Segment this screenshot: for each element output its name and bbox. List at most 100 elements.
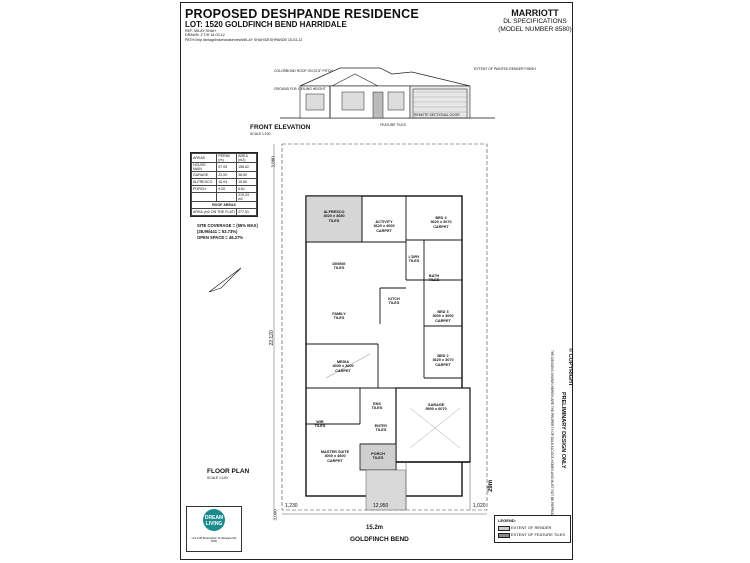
cell: [216, 192, 238, 202]
room-label: DINING TILES: [322, 262, 356, 271]
disclaimer-note: THE DESIGNS SHOWN HEREIN ARE THE PROPERT…: [550, 350, 554, 525]
ref-line: DRAWN: Z T/H 18-03-12: [185, 33, 225, 38]
table-row: 219.33 m2: [190, 192, 257, 202]
room-label: WIR TILES: [310, 420, 330, 429]
cell: GARAGE: [190, 171, 218, 179]
room-name: ALFRESCO: [323, 210, 345, 214]
floor-plan-drawing: [273, 143, 488, 515]
room-name: KITCH: [388, 297, 400, 301]
builder-name: MARRIOTT: [511, 8, 559, 18]
table-row: ALFRESCO 16.04 15.60: [190, 178, 257, 186]
room-finish: CARPET: [435, 362, 451, 367]
render-swatch: [498, 526, 510, 531]
logo-emblem-icon: [203, 509, 225, 531]
garage-door-note: REMOTE SECTIONAL DOOR: [414, 113, 460, 117]
page-title: PROPOSED DESHPANDE RESIDENCE: [185, 7, 419, 21]
room-name: ENS: [373, 402, 381, 406]
room-finish: TILES: [328, 218, 340, 223]
room-label: ENS TILES: [368, 402, 386, 411]
logo-address: Unit 1/38 Buckingham Dr Wangara WA 6065: [191, 537, 237, 543]
room-label: ALFRESCO 4020 x 3680 TILES: [307, 210, 361, 223]
reference-block: REF: MILAY SHAH DRAWN: Z T/H 18-03-12 PA…: [185, 29, 302, 42]
builder-spec: DL SPECIFICATIONS (MODEL NUMBER 8580): [498, 18, 572, 33]
cell: 15.60: [236, 178, 257, 186]
room-finish: CARPET: [335, 368, 351, 373]
cell: AREA (m2 ON THE FLAT): [190, 208, 238, 216]
room-name: BED 3: [437, 310, 449, 314]
room-name: BATH: [428, 274, 440, 278]
room-label: KITCH TILES: [382, 297, 406, 306]
room-label: BED 4 3620 x 3070 CARPET: [420, 216, 462, 229]
room-label: GARAGE 5900 x 6070: [416, 403, 456, 412]
room-finish: TILES: [333, 266, 345, 271]
spec-label: DL SPECIFICATIONS: [503, 18, 567, 25]
room-label: FAMILY TILES: [322, 312, 356, 321]
room-name: BED 4: [435, 216, 447, 220]
room-name: PORCH: [371, 452, 385, 456]
room-finish: TILES: [371, 406, 383, 411]
room-label: PORCH TILES: [361, 452, 395, 461]
room-name: L'DRY: [408, 255, 420, 259]
legend-item: EXTENT OF FEATURE TILES: [511, 532, 566, 537]
room-finish: TILES: [333, 316, 345, 321]
room-finish: CARPET: [435, 318, 451, 323]
room-label: BED 3 3000 x 3000 CARPET: [426, 310, 460, 323]
room-label: L'DRY TILES: [404, 255, 424, 264]
cell: 22.00: [216, 171, 238, 179]
room-name: ENTRY: [374, 424, 388, 428]
front-elevation-drawing: [280, 67, 495, 119]
room-name: BED 2: [437, 354, 449, 358]
render-note: EXTENT OF PAINTED RENDER FINISH: [474, 67, 536, 71]
dim-bottom-mid: 12,950: [373, 503, 389, 509]
room-size: 4000 x 3600: [332, 364, 354, 369]
room-size: 5900 x 6070: [425, 407, 447, 412]
col-header: AREA (m2): [236, 153, 257, 163]
cell: 57.05: [216, 162, 238, 172]
dim-bottom-left: 1,230: [285, 503, 298, 509]
dream-living-logo: DREAM LIVING Unit 1/38 Buckingham Dr Wan…: [186, 506, 242, 552]
cell: PORCH: [190, 185, 218, 193]
room-name: MEDIA: [336, 360, 350, 364]
room-finish: TILES: [408, 259, 420, 264]
room-finish: TILES: [314, 424, 326, 429]
model-number: (MODEL NUMBER 8580): [498, 25, 572, 33]
street-name: GOLDFINCH BEND: [350, 536, 409, 543]
preliminary-strip: PRELIMINARY DESIGN ONLY: [556, 392, 566, 512]
room-finish: TILES: [388, 301, 400, 306]
preliminary-note: PRELIMINARY DESIGN ONLY: [560, 392, 566, 469]
room-finish: TILES: [428, 278, 440, 283]
room-finish: TILES: [375, 428, 387, 433]
cell: [190, 192, 218, 202]
frontage-dim: 15.2m: [366, 525, 384, 531]
cell: 6.61: [236, 185, 257, 193]
legend-title: LEGEND:: [498, 518, 516, 523]
copyright-note: © COPYRIGHT: [567, 348, 573, 387]
floor-plan-scale: SCALE 1:100: [207, 476, 228, 480]
room-finish: CARPET: [376, 228, 392, 233]
legend-item: EXTENT OF RENDER: [511, 525, 552, 530]
cell: 219.33 m2: [236, 192, 257, 202]
ceiling-note: GROUND FLR: CEILING HEIGHT: [274, 87, 326, 91]
room-size: 4000 x 4600: [324, 454, 346, 459]
roof-areas-label: ROOF AREAS: [191, 201, 257, 209]
cell: 158.62: [236, 162, 257, 172]
elevation-title: FRONT ELEVATION: [250, 124, 311, 131]
table-row: HOUSE MAIN 57.05 158.62: [190, 162, 257, 172]
room-name: FAMILY: [332, 312, 346, 316]
elevation-scale: SCALE 1:100: [250, 132, 271, 136]
cell: 16.04: [216, 178, 238, 186]
room-name: GARAGE: [427, 403, 445, 407]
table-row: GARAGE 22.00 38.50: [190, 171, 257, 179]
room-name: ACTIVITY: [375, 220, 393, 224]
areas-table: AREAS PERIM (m) AREA (m2) HOUSE MAIN 57.…: [190, 152, 258, 217]
room-name: DINING: [332, 262, 346, 266]
room-size: 3620 x 3070: [430, 220, 452, 225]
room-label: ENTRY TILES: [370, 424, 392, 433]
room-finish: TILES: [372, 456, 384, 461]
depth-dim: 29m: [488, 479, 495, 492]
dim-left: 22,120: [268, 330, 275, 346]
ref-line: PATH:\\hip dsn\sgnhoke\snake\new\MILAY S…: [185, 37, 303, 42]
site-coverage: SITE COVERAGE = (55% MAX) (38.96/441 = 5…: [197, 223, 259, 241]
room-size: 3620 x 3070: [432, 358, 454, 363]
cell: HOUSE MAIN: [190, 162, 218, 172]
